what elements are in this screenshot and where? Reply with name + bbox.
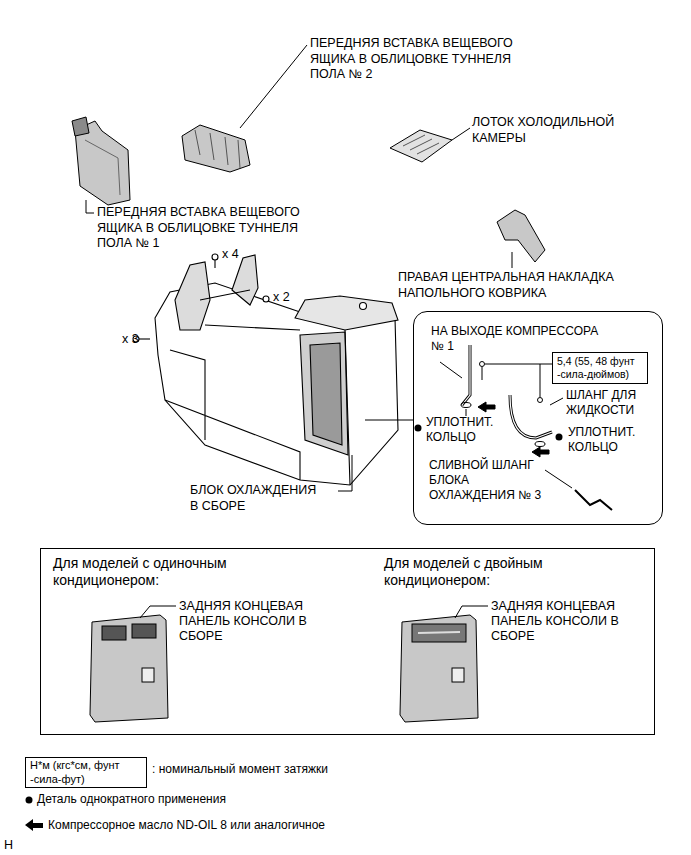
inset-drawing bbox=[440, 362, 462, 378]
rear-panel-drawings bbox=[90, 615, 168, 722]
cool-box-tray bbox=[390, 130, 452, 162]
part-label: Для моделей с двойным кондиционером: bbox=[384, 555, 584, 589]
rear-panel-drawings bbox=[412, 624, 466, 642]
console-drawing bbox=[295, 296, 398, 330]
part-label: НА ВЫХОДЕ КОМПРЕССОРА № 1 bbox=[431, 324, 606, 354]
part-label: ЗАДНЯЯ КОНЦЕВАЯ ПАНЕЛЬ КОНСОЛИ В СБОРЕ bbox=[491, 599, 626, 644]
part-name: x 3 bbox=[122, 332, 139, 348]
front-insert-1 bbox=[72, 117, 130, 205]
inset-drawing bbox=[480, 362, 485, 367]
front-insert-2 bbox=[195, 130, 240, 168]
floor-mat-cover bbox=[497, 210, 545, 262]
leader-lines bbox=[86, 200, 94, 213]
legend-text: Компрессорное масло ND-OIL 8 или аналоги… bbox=[48, 818, 325, 834]
legend-symbols bbox=[26, 797, 33, 804]
cool-box-tray bbox=[390, 130, 452, 162]
inset-drawing bbox=[478, 402, 495, 412]
inset-drawing bbox=[545, 470, 572, 488]
inset-drawing bbox=[510, 395, 552, 438]
rear-panel-drawings bbox=[142, 668, 154, 682]
legend-text: Деталь однократного применения bbox=[37, 792, 226, 808]
inset-drawing bbox=[575, 490, 612, 510]
part-label: УПЛОТНИТ. КОЛЬЦО bbox=[568, 425, 653, 455]
part-label: СЛИВНОЙ ШЛАНГ БЛОКА ОХЛАЖДЕНИЯ № 3 bbox=[429, 458, 549, 503]
part-label: ЗАДНЯЯ КОНЦЕВАЯ ПАНЕЛЬ КОНСОЛИ В СБОРЕ bbox=[179, 599, 314, 644]
inset-drawing bbox=[415, 425, 422, 432]
leader-lines bbox=[338, 455, 352, 491]
console-drawing bbox=[212, 254, 218, 260]
console-drawing bbox=[310, 343, 342, 445]
part-name: ЛОТОК ХОЛОДИЛЬНОЙ КАМЕРЫ bbox=[472, 115, 642, 146]
part-name: ПРАВАЯ ЦЕНТРАЛЬНАЯ НАКЛАДКА НАПОЛЬНОГО К… bbox=[398, 270, 678, 301]
part-box: Для моделей с одиночным кондиционером: ЗА… bbox=[40, 548, 655, 735]
inset-drawing bbox=[466, 409, 467, 416]
console-drawing bbox=[300, 332, 348, 455]
legend-symbols bbox=[25, 819, 43, 831]
front-insert-1 bbox=[72, 117, 89, 136]
rear-panel-drawings bbox=[418, 632, 460, 633]
leader-lines bbox=[86, 45, 512, 491]
inset-drawing bbox=[556, 434, 563, 441]
inset-drawing bbox=[482, 367, 483, 380]
front-insert-1 bbox=[85, 140, 120, 195]
leader-lines bbox=[365, 420, 413, 421]
console-drawing bbox=[165, 290, 350, 485]
cool-box-tray bbox=[403, 135, 439, 154]
part-box: НА ВЫХОДЕ КОМПРЕССОРА № 1 ШЛАНГ ДЛЯ ЖИДКО… bbox=[413, 311, 663, 525]
part-name: ПЕРЕДНЯЯ ВСТАВКА ВЕЩЕВОГО ЯЩИКА В ОБЛИЦО… bbox=[97, 205, 332, 252]
inset-drawing bbox=[462, 345, 470, 405]
rear-panel-drawings bbox=[132, 624, 156, 638]
rear-panel-drawings bbox=[140, 606, 176, 618]
part-name: x 4 bbox=[222, 247, 239, 263]
part-name: H bbox=[4, 838, 13, 854]
console-drawing bbox=[139, 338, 150, 339]
inset-drawing bbox=[532, 447, 549, 457]
leader-lines bbox=[452, 128, 470, 140]
inset-drawing bbox=[510, 395, 552, 438]
part-label: 5,4 (55, 48 фунт -сила-дюймов) bbox=[557, 355, 643, 381]
inset-drawing bbox=[538, 398, 543, 403]
part-box: Н*м (кгс*см, фунт -сила-фут) bbox=[25, 757, 147, 788]
legend-text: : номинальный момент затяжки bbox=[152, 762, 328, 778]
console-drawing bbox=[360, 303, 367, 310]
console-drawing bbox=[133, 254, 398, 485]
part-label: ШЛАНГ ДЛЯ ЖИДКОСТИ bbox=[566, 388, 656, 418]
console-drawing bbox=[214, 260, 215, 268]
part-box: 5,4 (55, 48 фунт -сила-дюймов) bbox=[552, 352, 648, 384]
console-drawing bbox=[232, 255, 258, 305]
rear-panel-drawings bbox=[102, 626, 126, 640]
part-label: Для моделей с одиночным кондиционером: bbox=[53, 555, 253, 589]
console-drawing bbox=[263, 296, 269, 302]
part-name: x 2 bbox=[273, 290, 290, 306]
part-label: УПЛОТНИТ. КОЛЬЦО bbox=[426, 415, 511, 445]
inset-drawing bbox=[485, 364, 553, 397]
front-insert-2 bbox=[182, 125, 250, 172]
inset-drawing bbox=[535, 442, 545, 447]
floor-mat-cover bbox=[497, 210, 545, 262]
part-name: ПЕРЕДНЯЯ ВСТАВКА ВЕЩЕВОГО ЯЩИКА В ОБЛИЦО… bbox=[310, 36, 545, 83]
leader-lines bbox=[512, 252, 513, 268]
rear-panel-drawings bbox=[452, 668, 464, 682]
rear-panel-drawings bbox=[455, 606, 488, 618]
part-name: БЛОК ОХЛАЖДЕНИЯ В СБОРЕ bbox=[190, 483, 326, 514]
front-insert-2 bbox=[182, 125, 250, 172]
console-drawing bbox=[175, 262, 210, 330]
inset-drawing bbox=[461, 403, 471, 408]
inset-drawing bbox=[462, 345, 470, 405]
inset-drawing bbox=[550, 398, 563, 405]
part-label: Н*м (кгс*см, фунт -сила-фут) bbox=[30, 759, 142, 786]
rear-panel-drawings bbox=[400, 615, 478, 722]
leader-lines bbox=[240, 45, 307, 128]
